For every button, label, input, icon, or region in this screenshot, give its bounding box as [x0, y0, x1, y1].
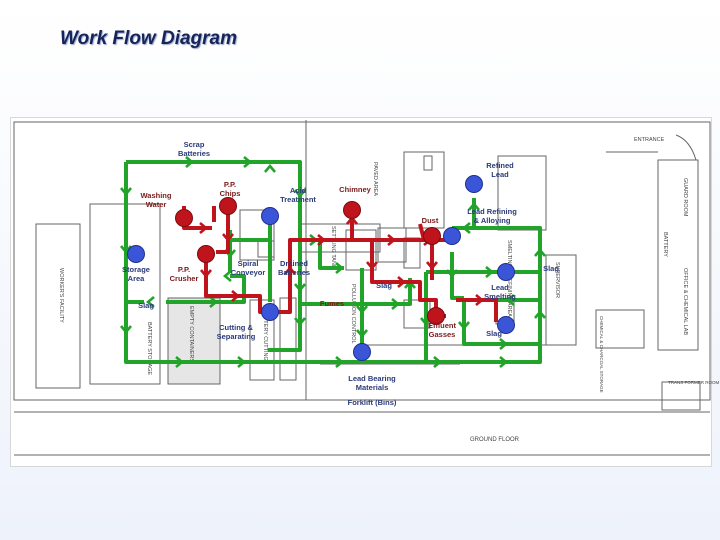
plan-transformer: TRANS FORMER ROOM [668, 380, 720, 385]
pp-crusher-node [197, 245, 215, 263]
label-crusher-2: Crusher [170, 274, 199, 283]
label-leadbearing-1: Lead Bearing [348, 374, 396, 383]
label-storage-2: Area [128, 274, 146, 283]
label-forklift: Forklift (Bins) [348, 398, 397, 407]
label-leadbearing-2: Materials [356, 383, 389, 392]
plan-battery-storage: BATTERY STORAGE [146, 322, 152, 375]
label-slag-mid: Slag [376, 281, 392, 290]
label-drained-1: Drained [280, 259, 308, 268]
label-ppchips-1: P.P. [224, 180, 236, 189]
label-effluent-1: Effluent [428, 321, 456, 330]
plan-office-lab: OFFICE & CHEMICAL LAB [682, 268, 688, 335]
label-refined-2: Lead [491, 170, 509, 179]
slide-title: Work Flow Diagram [60, 28, 238, 49]
plan-empty-containers: EMPTY CONTAINERS [188, 306, 194, 362]
plan-workers-facility: WORKER'S FACILITY [58, 268, 64, 323]
label-drained-2: Batteries [278, 268, 310, 277]
label-spiral-1: Spiral [238, 259, 259, 268]
svg-text:P.P.Chips: P.P.Chips [220, 180, 241, 198]
label-effluent-2: Gasses [429, 330, 456, 339]
label-acid-1: Acid [290, 186, 307, 195]
slag-node [497, 316, 515, 334]
plan-pollution-control: POLLUTION CONTROL [350, 284, 356, 344]
label-smelting-1: Lead [491, 283, 509, 292]
smelting-node [497, 263, 515, 281]
blue-nodes [127, 175, 515, 361]
label-fumes: Fumes [320, 299, 344, 308]
plan-battery-cutting: BATTERY CUTTING [262, 310, 268, 361]
refining-node [443, 227, 461, 245]
cutting-node [261, 303, 279, 321]
plan-paved-small: PAVED AREA [372, 162, 378, 196]
label-slag-left: Slag [138, 301, 154, 310]
plan-guard-room: GUARD ROOM [682, 178, 688, 217]
label-scrap-1: Scrap [184, 140, 205, 149]
label-scrap-2: Batteries [178, 149, 210, 158]
label-refining-2: & Alloying [474, 216, 511, 225]
plan-entrance: ENTRANCE [634, 137, 665, 143]
label-crusher-1: P.P. [178, 265, 190, 274]
svg-text:Cutting &Separating: Cutting &Separating [217, 323, 256, 341]
chimney-node [343, 201, 361, 219]
label-smelting-2: Smelting [484, 292, 516, 301]
svg-text:Lead Refining& Alloying: Lead Refining& Alloying [467, 207, 517, 225]
label-cutting-2: Separating [217, 332, 256, 341]
plan-battery-room: BATTERY [662, 232, 668, 257]
label-refined-1: Refined [486, 161, 514, 170]
label-cutting-1: Cutting & [219, 323, 253, 332]
plan-supervisor: SUPERVISOR [554, 262, 560, 298]
label-ppchips-2: Chips [220, 189, 241, 198]
label-slag-lower: Slag [486, 329, 502, 338]
storage-area-node [127, 245, 145, 263]
dust-node [423, 227, 441, 245]
pp-chips-node [219, 197, 237, 215]
label-washing-2: Water [146, 200, 167, 209]
refined-lead-node [465, 175, 483, 193]
label-spiral-2: Conveyor [231, 268, 266, 277]
acid-treatment-node [261, 207, 279, 225]
label-acid-2: Treatment [280, 195, 316, 204]
svg-text:P.P.Crusher: P.P.Crusher [170, 265, 199, 283]
label-washing-1: Washing [141, 191, 172, 200]
plan-ground-floor: GROUND FLOOR [470, 437, 520, 443]
label-refining-1: Lead Refining [467, 207, 517, 216]
label-chimney: Chimney [339, 185, 372, 194]
label-slag-right: Slag [543, 264, 559, 273]
effluent-node [427, 307, 445, 325]
plan-settling-tank: SETTLING TANK [330, 226, 336, 269]
green-arrowheads [120, 156, 546, 368]
washing-node [175, 209, 193, 227]
plan-chemical-storage: CHEMICAL & CHARCOAL STORAGE [599, 316, 604, 393]
label-dust: Dust [422, 216, 439, 225]
lead-bearing-node [353, 343, 371, 361]
label-storage-1: Storage [122, 265, 150, 274]
red-nodes [175, 197, 445, 325]
